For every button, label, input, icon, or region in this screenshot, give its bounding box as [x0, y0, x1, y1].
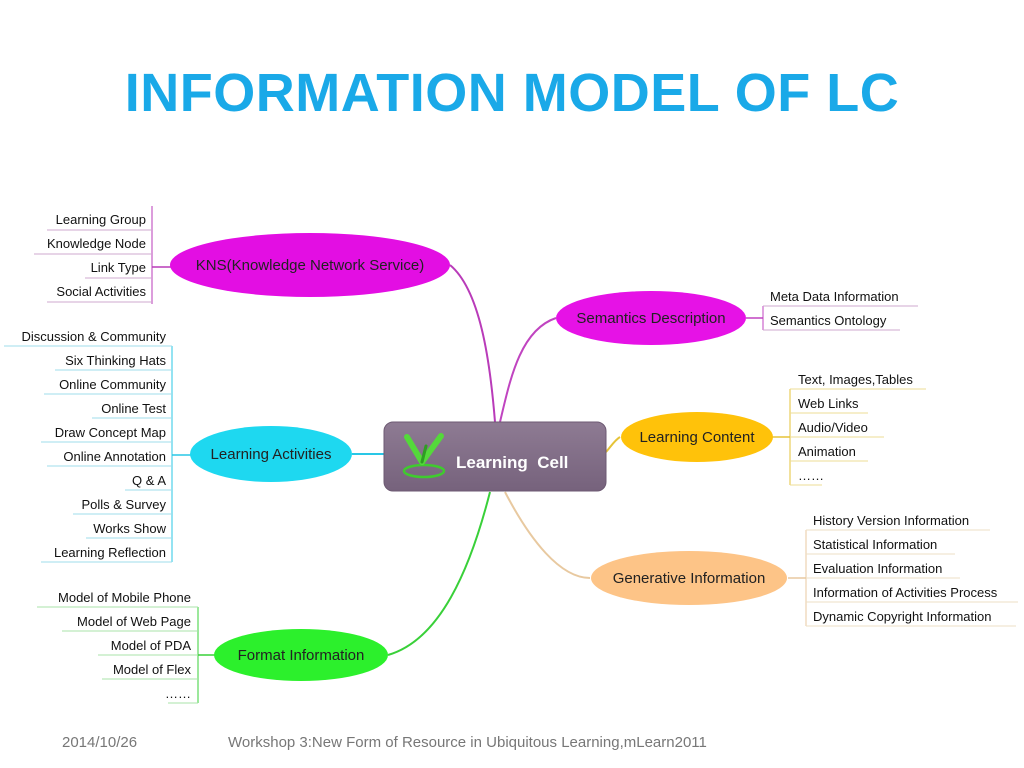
branch-generative: History Version Information Statistical …	[591, 513, 1018, 627]
activities-node-label: Learning Activities	[211, 446, 332, 463]
content-item: Web Links	[798, 396, 859, 411]
semantics-item: Meta Data Information	[770, 289, 899, 304]
branch-format: Model of Mobile Phone Model of Web Page …	[37, 590, 388, 704]
branch-kns: Learning Group Knowledge Node Link Type …	[34, 206, 450, 304]
generative-item: Statistical Information	[813, 537, 937, 552]
format-node-label: Format Information	[238, 647, 365, 664]
kns-node	[170, 233, 450, 297]
format-item: Model of Flex	[113, 662, 192, 677]
generative-node-label: Generative Information	[613, 570, 766, 587]
center-label: Learning Cell	[456, 453, 568, 472]
center-node: Learning Cell	[383, 421, 607, 492]
content-item: Audio/Video	[798, 420, 868, 435]
slide-title: INFORMATION MODEL OF LC	[124, 63, 900, 123]
connectors	[352, 264, 621, 656]
activities-item: Q & A	[132, 473, 166, 488]
generative-item: Information of Activities Process	[813, 585, 998, 600]
generative-item: History Version Information	[813, 513, 969, 528]
format-node	[214, 629, 388, 681]
activities-item: Polls & Survey	[81, 497, 166, 512]
content-item: Animation	[798, 444, 856, 459]
connector-kns	[449, 264, 496, 423]
generative-item: Evaluation Information	[813, 561, 942, 576]
kns-item: Social Activities	[56, 284, 146, 299]
branch-content: Text, Images,Tables Web Links Audio/Vide…	[621, 372, 926, 486]
activities-item: Works Show	[93, 521, 166, 536]
content-item: Text, Images,Tables	[798, 372, 913, 387]
semantics-node	[556, 291, 746, 345]
branch-semantics: Meta Data Information Semantics Ontology…	[556, 289, 918, 345]
content-node-label: Learning Content	[639, 429, 755, 446]
format-item: Model of Mobile Phone	[58, 590, 191, 605]
footer-text: Workshop 3:New Form of Resource in Ubiqu…	[228, 734, 707, 751]
activities-item: Discussion & Community	[22, 329, 167, 344]
footer-date: 2014/10/26	[62, 734, 138, 751]
activities-item: Online Annotation	[63, 449, 166, 464]
semantics-node-label: Semantics Description	[576, 310, 725, 327]
activities-node	[190, 426, 352, 482]
activities-item: Draw Concept Map	[55, 425, 166, 440]
format-item: ……	[165, 686, 191, 701]
activities-item: Learning Reflection	[54, 545, 166, 560]
format-item: Model of PDA	[111, 638, 192, 653]
kns-item: Knowledge Node	[47, 236, 146, 251]
semantics-item: Semantics Ontology	[770, 313, 887, 328]
branch-activities: Discussion & Community Six Thinking Hats…	[4, 329, 352, 563]
generative-node	[591, 551, 787, 605]
generative-item: Dynamic Copyright Information	[813, 609, 991, 624]
kns-item: Learning Group	[56, 212, 146, 227]
content-item: ……	[798, 468, 824, 483]
activities-item: Six Thinking Hats	[65, 353, 166, 368]
connector-content	[605, 436, 621, 453]
content-node	[621, 412, 773, 462]
kns-node-label: KNS(Knowledge Network Service)	[196, 257, 424, 274]
learning-cell-logo-icon	[402, 433, 446, 479]
activities-item: Online Test	[101, 401, 166, 416]
connector-format	[387, 491, 491, 656]
activities-item: Online Community	[59, 377, 166, 392]
format-item: Model of Web Page	[77, 614, 191, 629]
connector-semantics	[499, 317, 557, 423]
kns-item: Link Type	[91, 260, 146, 275]
connector-generative	[504, 491, 591, 579]
